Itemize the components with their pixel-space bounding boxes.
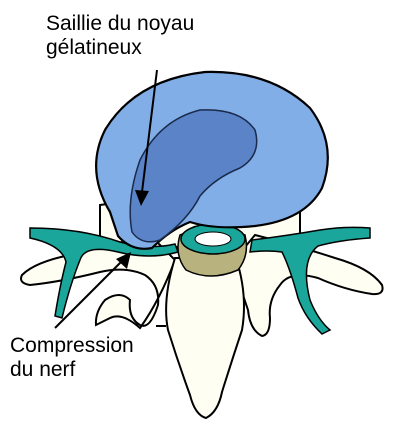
spinal-cord-inner — [195, 232, 231, 246]
compression-label: Compression du nerf — [10, 334, 134, 382]
protrusion-label-line-1: Saillie du noyau — [46, 12, 194, 36]
spinous-process — [166, 258, 244, 418]
compression-label-line-2: du nerf — [10, 358, 134, 382]
compression-label-line-1: Compression — [10, 334, 134, 358]
protrusion-label: Saillie du noyau gélatineux — [46, 12, 194, 60]
protrusion-label-line-2: gélatineux — [46, 36, 194, 60]
